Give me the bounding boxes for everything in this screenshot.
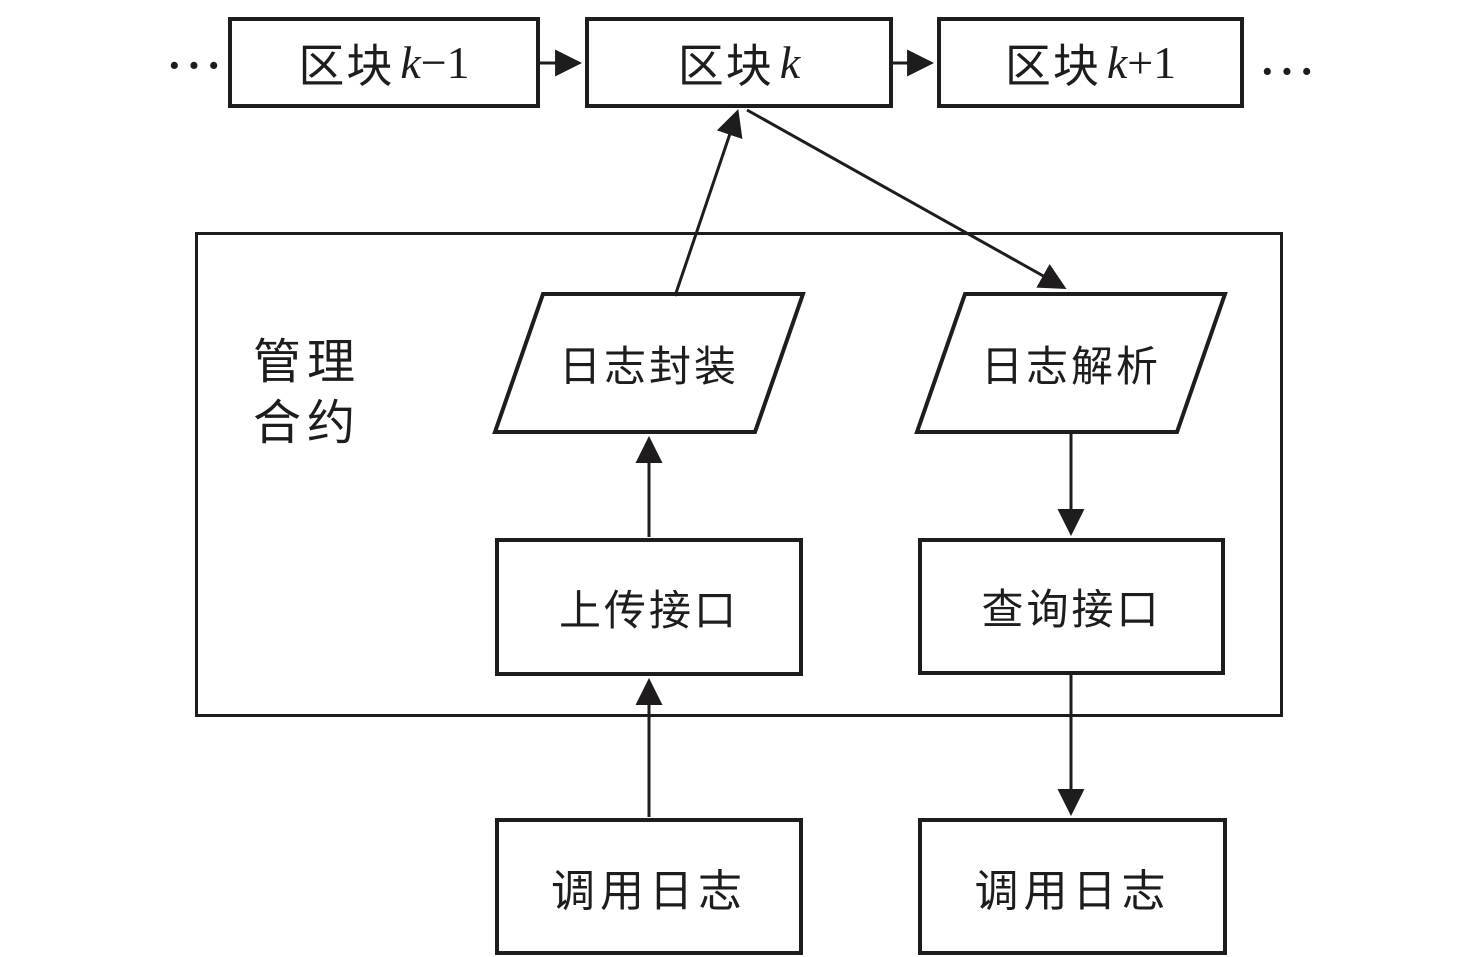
management-contract-container — [195, 232, 1283, 717]
log-encapsulation-parallelogram — [492, 292, 806, 434]
arrow-block-k-to-log-parsing — [746, 108, 1067, 289]
log-parsing-parallelogram — [914, 292, 1228, 434]
arrow-log-encapsulation-to-block-k — [673, 109, 743, 297]
